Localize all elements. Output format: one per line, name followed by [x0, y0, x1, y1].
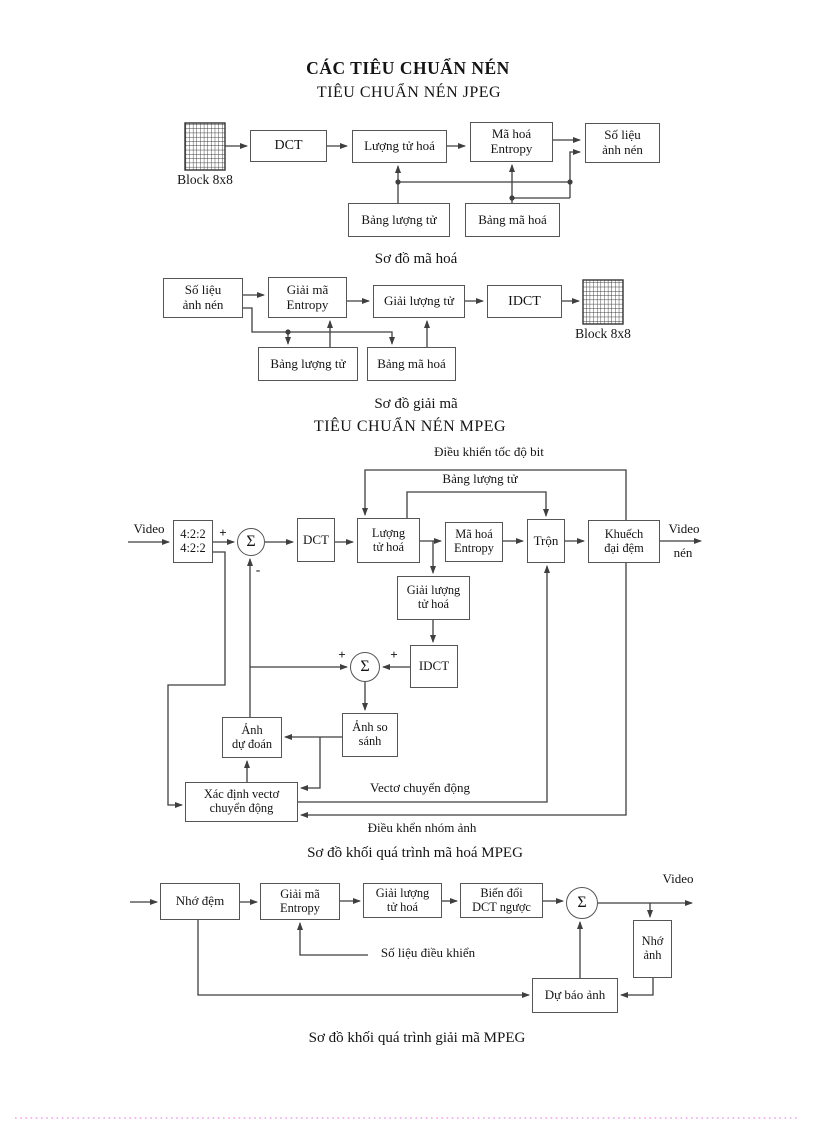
block-8x8-grid [582, 279, 624, 325]
jpeg-enc-code-table-box: Bảng mã hoá [465, 203, 560, 237]
mpeg-enc-quantizer-box: Lượng tử hoá [357, 518, 420, 563]
jpeg-dec-input-box: Số liệu ảnh nén [163, 278, 243, 318]
block-8x8-grid [184, 122, 226, 171]
jpeg-dec-dequantizer-box: Giải lượng tử [373, 285, 465, 318]
control-data-label: Số liệu điều khiển [380, 945, 476, 960]
jpeg-dec-code-table-box: Bảng mã hoá [367, 347, 456, 381]
mpeg-enc-dct-box: DCT [297, 518, 335, 562]
group-of-pictures-control-label: Điều khển nhóm ảnh [367, 820, 477, 835]
video-out-label: Video [668, 521, 700, 536]
mpeg-enc-entropy-box: Mã hoá Entropy [445, 522, 503, 562]
mpeg-enc-sum-circle: Σ [237, 528, 265, 556]
mpeg-dec-sum-circle: Σ [566, 887, 598, 919]
jpeg-enc-output-box: Số liệu ảnh nén [585, 123, 660, 163]
jpeg-encoder-caption: Sơ đồ mã hoá [374, 251, 458, 267]
mpeg-enc-compare-image-box: Ảnh so sánh [342, 713, 398, 757]
plus-sign: + [390, 647, 398, 662]
video-in-label: Video [133, 521, 165, 536]
mpeg-dec-frame-store-box: Nhớ ảnh [633, 920, 672, 978]
mpeg-dec-inverse-dct-box: Biến đổi DCT ngược [460, 883, 543, 918]
mpeg-enc-sampler-box: 4:2:2 4:2:2 [173, 520, 213, 563]
mpeg-enc-mixer-box: Trộn [527, 519, 565, 563]
jpeg-enc-entropy-box: Mã hoá Entropy [470, 122, 553, 162]
page-title: CÁC TIÊU CHUẨN NÉN [306, 58, 510, 78]
plus-sign: + [338, 647, 346, 662]
bit-rate-control-label: Điều khiển tốc độ bit [434, 444, 544, 459]
mpeg-dec-dequantizer-box: Giải lượng tử hoá [363, 883, 442, 918]
mpeg-enc-dequantizer-box: Giải lượng tử hoá [397, 576, 470, 620]
block-8x8-label: Block 8x8 [177, 172, 233, 187]
jpeg-decoder-wires [243, 279, 624, 347]
mpeg-enc-motion-estimator-box: Xác định vectơ chuyển động [185, 782, 298, 822]
mpeg-dec-buffer-box: Nhớ đệm [160, 883, 240, 920]
motion-vector-label: Vectơ chuyển động [369, 780, 471, 795]
mpeg-dec-entropy-box: Giải mã Entropy [260, 883, 340, 920]
mpeg-encoder-caption: Sơ đồ khối quá trình mã hoá MPEG [307, 845, 523, 861]
jpeg-dec-entropy-box: Giải mã Entropy [268, 277, 347, 318]
mpeg-enc-amplifier-buffer-box: Khuếch đại đệm [588, 520, 660, 563]
plus-sign: + [219, 525, 227, 540]
quant-table-label: Bảng lượng tử [442, 471, 518, 486]
jpeg-encoder-wires [184, 122, 581, 203]
mpeg-encoder-wires [128, 469, 702, 818]
mpeg-enc-idct-box: IDCT [410, 645, 458, 688]
mpeg-decoder-caption: Sơ đồ khối quá trình giải mã MPEG [308, 1030, 526, 1046]
jpeg-enc-quant-table-box: Bảng lượng tử [348, 203, 450, 237]
jpeg-section-title: TIÊU CHUẨN NÉN JPEG [316, 84, 502, 101]
mpeg-dec-predictor-box: Dự báo ảnh [532, 978, 618, 1013]
mpeg-enc-sum2-circle: Σ [350, 652, 380, 682]
video-out-label: Video [662, 871, 694, 886]
jpeg-enc-dct-box: DCT [250, 130, 327, 162]
jpeg-dec-idct-box: IDCT [487, 285, 562, 318]
block-8x8-label: Block 8x8 [575, 326, 631, 341]
jpeg-decoder-caption: Sơ đồ giải mã [374, 396, 458, 412]
mpeg-section-title: TIÊU CHUẨN NÉN MPEG [313, 418, 507, 435]
minus-sign: - [255, 562, 261, 577]
jpeg-dec-quant-table-box: Bảng lượng tử [258, 347, 358, 381]
mpeg-decoder-wires [130, 898, 693, 998]
video-out-nen-label: nén [673, 545, 693, 560]
mpeg-enc-predicted-image-box: Ảnh dự đoán [222, 717, 282, 758]
jpeg-enc-quantizer-box: Lượng tử hoá [352, 130, 447, 163]
